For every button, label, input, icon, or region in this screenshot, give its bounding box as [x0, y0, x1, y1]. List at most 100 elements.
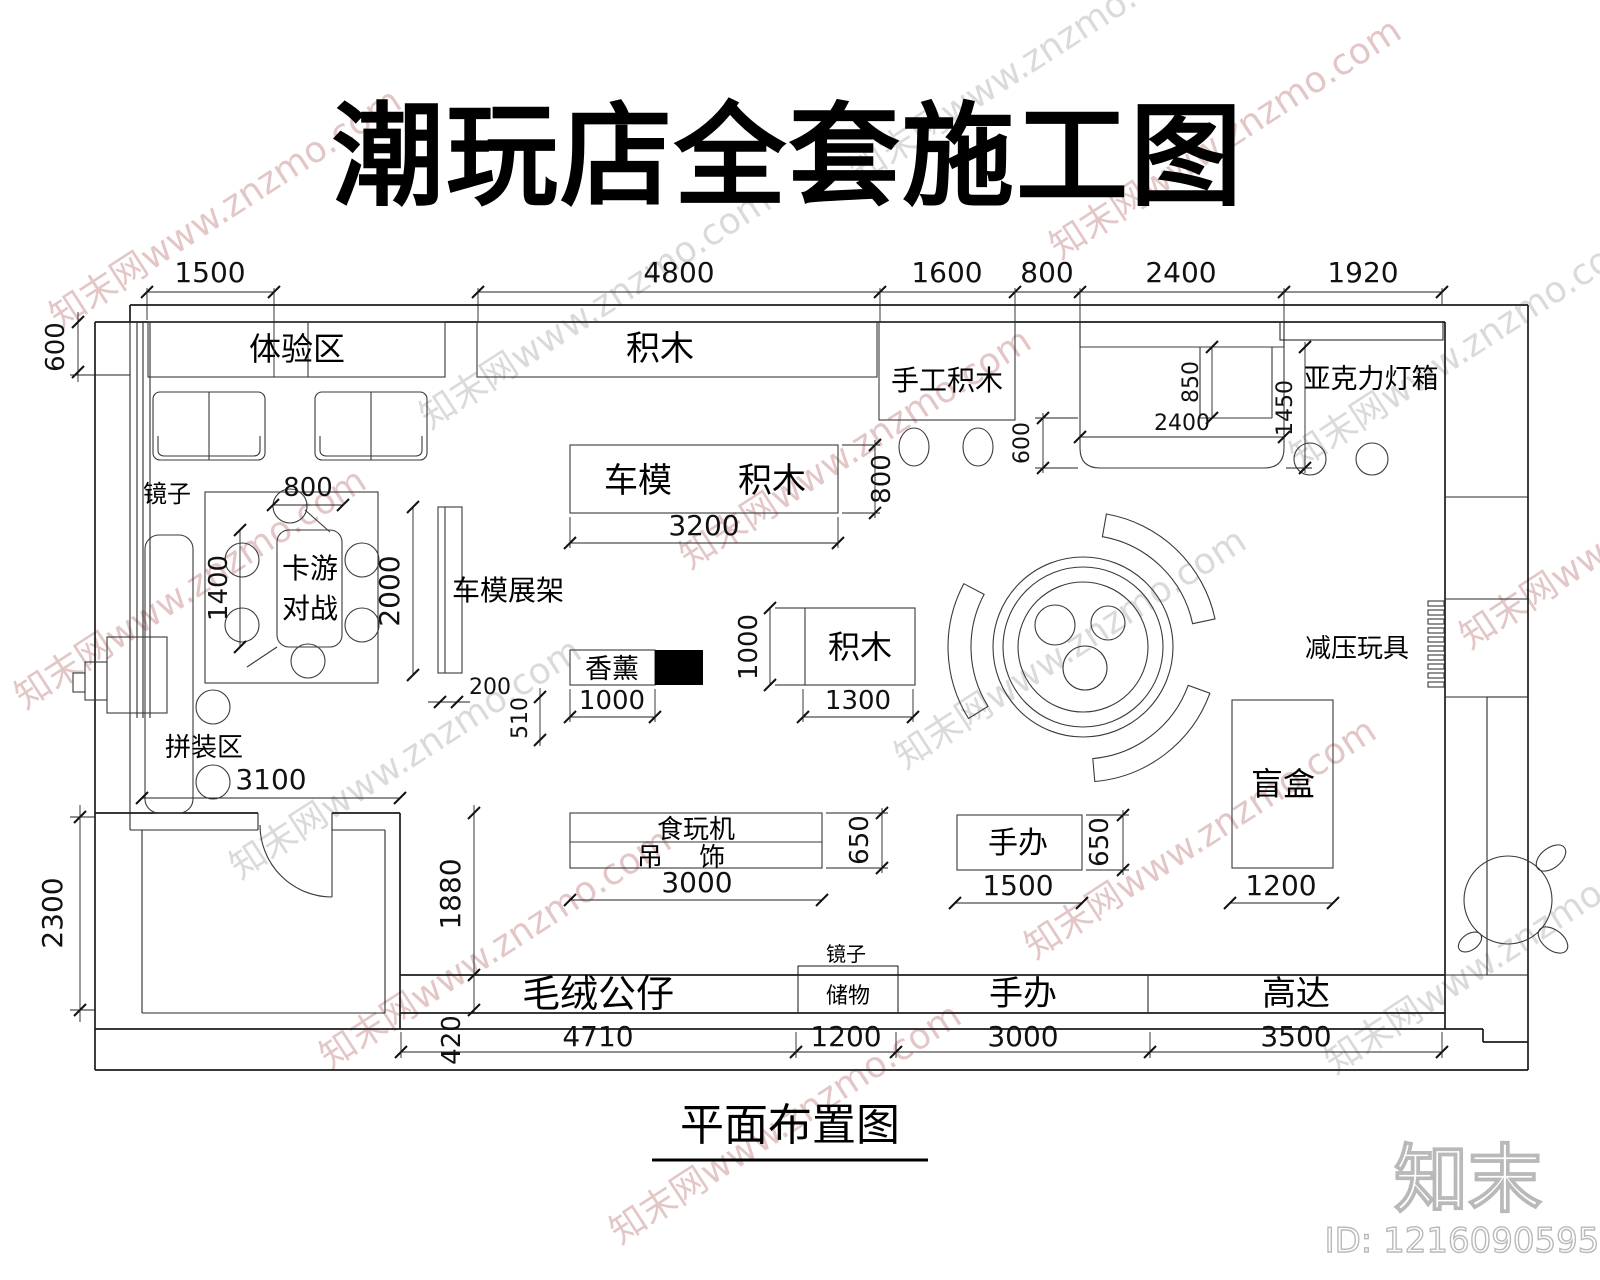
- door-swing-arc: [259, 824, 333, 898]
- dim-1920: 1920: [1327, 256, 1398, 289]
- dim-rack-2000: 2000: [373, 555, 406, 626]
- dim-3100: 3100: [235, 763, 306, 796]
- dim-2400-top: 2400: [1145, 256, 1216, 289]
- dim-jimu-1000: 1000: [734, 614, 764, 680]
- label-shouban-bottom: 手办: [989, 974, 1057, 1014]
- dim-cash-1450: 1450: [1273, 380, 1298, 436]
- dim-2300: 2300: [36, 877, 69, 948]
- stool: [898, 427, 930, 467]
- dim-kayou-800: 800: [283, 473, 333, 503]
- drawing-title: 潮玩店全套施工图: [332, 92, 1244, 222]
- brand-logo-group: 知末 ID: 1216090595: [1324, 1136, 1600, 1261]
- dim-bottom-1200: 1200: [810, 1020, 881, 1053]
- island-chemo-jimu: [569, 444, 839, 514]
- dim-4710: 4710: [562, 1020, 633, 1053]
- mirror-hatch-strip: [797, 965, 899, 976]
- label-yakeli-dengxiang: 亚克力灯箱: [1304, 364, 1439, 395]
- caption-group: 平面布置图: [652, 1100, 928, 1162]
- label-duizhan: 对战: [282, 592, 338, 625]
- label-diaoshi: 吊 饰: [637, 843, 739, 873]
- dim-shouban-1500: 1500: [982, 869, 1053, 902]
- label-tiyanqu: 体验区: [249, 330, 345, 368]
- wall-hatch-top-right: [1279, 321, 1444, 341]
- dim-shiwan-650: 650: [845, 815, 875, 865]
- watermark-text: 知末网www.znzmo.com: [1453, 400, 1600, 658]
- dim-shiwan-3000: 3000: [661, 866, 732, 899]
- dim-mangke-1200: 1200: [1245, 869, 1316, 902]
- shelf-tiyanqu: [147, 321, 446, 378]
- plan-caption: 平面布置图: [680, 1100, 900, 1151]
- island-shouban: [956, 814, 1083, 871]
- label-jimu-island: 积木: [828, 628, 892, 666]
- watermark-text: 知末网www.znzmo.com: [1018, 710, 1384, 968]
- island-jimu: [804, 607, 916, 686]
- label-jimu-top: 积木: [626, 329, 694, 369]
- stool: [1293, 442, 1327, 476]
- wall-hatch-right: [1486, 696, 1529, 976]
- dim-kayou-1400: 1400: [204, 555, 234, 621]
- island-shiwanji: [569, 812, 823, 869]
- label-shiwanji: 食玩机: [657, 815, 735, 845]
- label-jingzi-bottom: 镜子: [826, 942, 866, 966]
- dim-600-left: 600: [41, 322, 71, 372]
- label-jingzi-left: 镜子: [143, 480, 191, 508]
- label-gaoda: 高达: [1262, 974, 1330, 1014]
- sofa: [314, 391, 428, 461]
- shelf-shougong-jimu: [878, 321, 1016, 421]
- label-jianya-wanju: 减压玩具: [1305, 634, 1409, 664]
- dim-cash-850: 850: [1179, 361, 1204, 403]
- label-jimu-mid: 积木: [738, 461, 806, 501]
- dim-4800: 4800: [643, 256, 714, 289]
- dim-xiangxun-1000: 1000: [579, 686, 645, 716]
- dim-1880: 1880: [434, 858, 467, 929]
- cashier-counter: [1079, 322, 1285, 469]
- dim-cash-2400: 2400: [1154, 411, 1210, 436]
- dim-shouban-650: 650: [1085, 817, 1115, 867]
- dim-chemo-800: 800: [867, 454, 897, 504]
- watermark-text: 知末网www.znzmo.com: [1318, 825, 1600, 1083]
- area-labels: 体验区 积木 手工积木 亚克力灯箱 镜子 卡游 对战 车模展架 车模 积木 香薰…: [143, 329, 1439, 1016]
- watermark-text: 知末网www.znzmo.com: [888, 520, 1254, 778]
- turtle-decoration: [1457, 844, 1569, 954]
- stool: [1355, 442, 1389, 476]
- brand-logo-text: 知末: [1394, 1137, 1542, 1223]
- dim-cash-600: 600: [1010, 422, 1035, 464]
- dim-800-top: 800: [1020, 256, 1073, 289]
- label-maorong-gongzai: 毛绒公仔: [522, 972, 674, 1016]
- sofa: [152, 391, 266, 461]
- plan-walls: [94, 304, 1529, 1071]
- dim-rack-200: 200: [469, 675, 511, 700]
- label-pinzhuangqu: 拼装区: [165, 733, 243, 763]
- car-model-rack: [437, 506, 463, 674]
- label-mangke: 盲盒: [1251, 765, 1315, 803]
- stool: [962, 427, 994, 467]
- dim-bottom-3500: 3500: [1260, 1020, 1331, 1053]
- watermark-text: 知末网www.znzmo.com: [223, 630, 589, 888]
- dim-1500: 1500: [174, 256, 245, 289]
- dimension-layer: 1500 4800 1600 800 2400 1920 600 2300 80…: [36, 256, 1449, 1065]
- island-mangke: [1231, 699, 1334, 869]
- label-xiangxun: 香薰: [585, 654, 639, 685]
- dim-3200: 3200: [668, 509, 739, 542]
- stool: [195, 689, 231, 725]
- brand-id-text: ID: 1216090595: [1325, 1221, 1600, 1261]
- shelf-jimu-top: [476, 321, 878, 378]
- round-display-feature: [947, 513, 1216, 783]
- dim-510: 510: [508, 697, 533, 739]
- label-shouban-island: 手办: [988, 826, 1048, 861]
- furniture-layer: [72, 321, 1569, 954]
- label-chuwu: 储物: [826, 984, 870, 1009]
- island-xiangxun-dark: [655, 650, 703, 685]
- comb-shelf: [1427, 600, 1445, 688]
- label-chemo-zhanjia: 车模展架: [452, 574, 564, 607]
- label-kayou: 卡游: [282, 552, 338, 585]
- stool: [195, 764, 231, 800]
- dim-bottom-3000: 3000: [987, 1020, 1058, 1053]
- dim-1600: 1600: [911, 256, 982, 289]
- dim-420: 420: [437, 1015, 467, 1065]
- entrance-column: [72, 636, 168, 714]
- label-shougong-jimu: 手工积木: [891, 364, 1003, 397]
- left-display-strip: [144, 534, 194, 814]
